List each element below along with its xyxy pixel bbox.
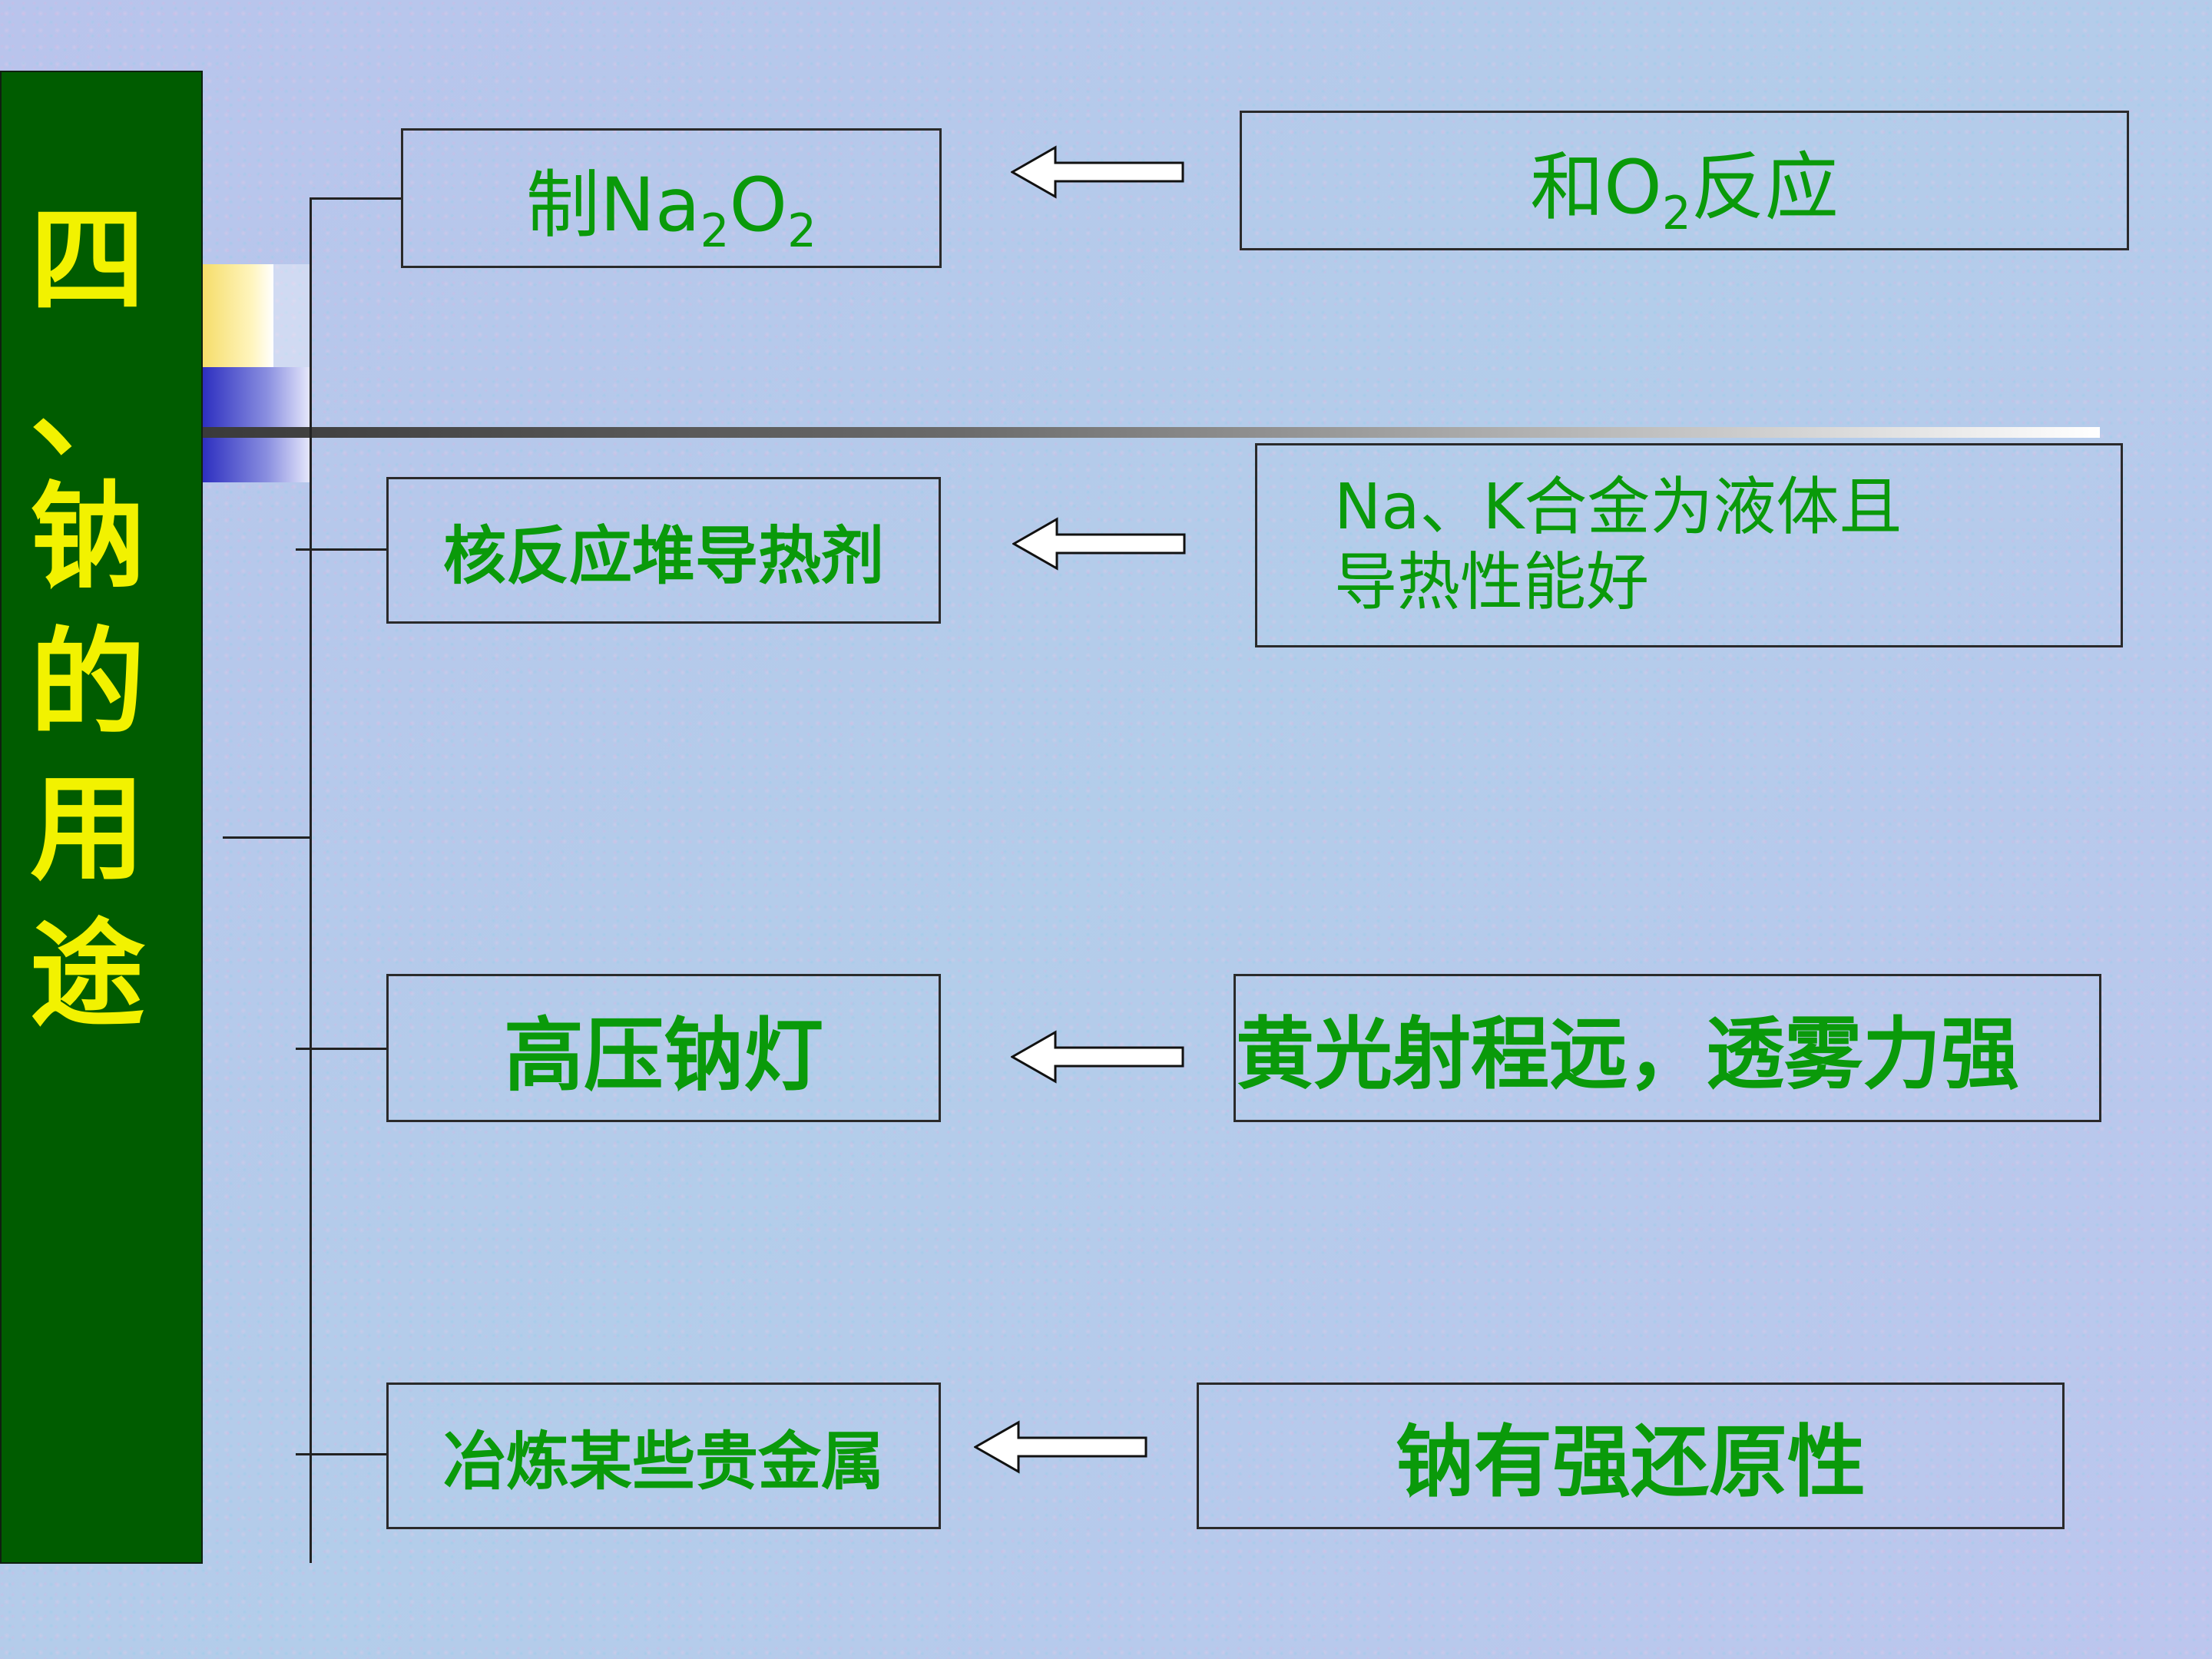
use-box-reactor-coolant: 核反应堆导热剂: [386, 477, 941, 624]
connector-branch: [296, 1453, 388, 1455]
decorative-square-white: [273, 264, 310, 367]
connector-branch: [223, 836, 312, 839]
left-arrow-icon: [974, 1420, 1147, 1474]
connector-branch: [310, 197, 402, 200]
use-label: 冶炼某些贵金属: [442, 1426, 884, 1498]
use-label: 制Na2O2: [526, 161, 816, 258]
reason-line: 导热性能好: [1334, 546, 1650, 619]
use-box-sodium-peroxide: 制Na2O2: [401, 128, 942, 268]
use-box-sodium-lamp: 高压钠灯: [386, 974, 941, 1122]
reason-label: 和O2反应: [1530, 144, 1839, 240]
connector-branch: [296, 548, 388, 551]
reason-box-reducing: 钠有强还原性: [1197, 1382, 2065, 1529]
divider-rule: [203, 427, 2100, 438]
left-arrow-icon: [1011, 145, 1184, 199]
decorative-square-blue: [203, 367, 310, 482]
left-arrow-icon: [1011, 1030, 1184, 1084]
title-char: 四: [29, 193, 145, 328]
reason-box-oxygen: 和O2反应: [1240, 111, 2129, 250]
use-label: 核反应堆导热剂: [442, 520, 884, 593]
use-label: 高压钠灯: [503, 1008, 823, 1102]
title-bar: 四 、 钠 的 用 途: [0, 71, 203, 1564]
reason-label: Na、K合金为液体且 导热性能好: [1334, 470, 1902, 621]
title-char: 用: [29, 761, 145, 896]
reason-box-nak-alloy: Na、K合金为液体且 导热性能好: [1255, 443, 2123, 647]
reason-line: Na、K合金为液体且: [1334, 470, 1902, 544]
reason-box-yellow-light: 黄光射程远，透雾力强: [1233, 974, 2101, 1122]
left-arrow-icon: [1012, 517, 1186, 571]
title-char: 钠: [29, 469, 145, 604]
reason-label: 钠有强还原性: [1396, 1417, 1866, 1508]
use-box-metal-smelting: 冶炼某些贵金属: [386, 1382, 941, 1529]
title-char: 的: [29, 615, 145, 750]
connector-vertical: [310, 197, 312, 1563]
title-char: 、: [29, 339, 145, 474]
reason-label: 黄光射程远，透雾力强: [1236, 1009, 2019, 1101]
title-char: 途: [29, 907, 145, 1042]
connector-branch: [296, 1048, 388, 1050]
decorative-square-yellow: [203, 264, 273, 367]
